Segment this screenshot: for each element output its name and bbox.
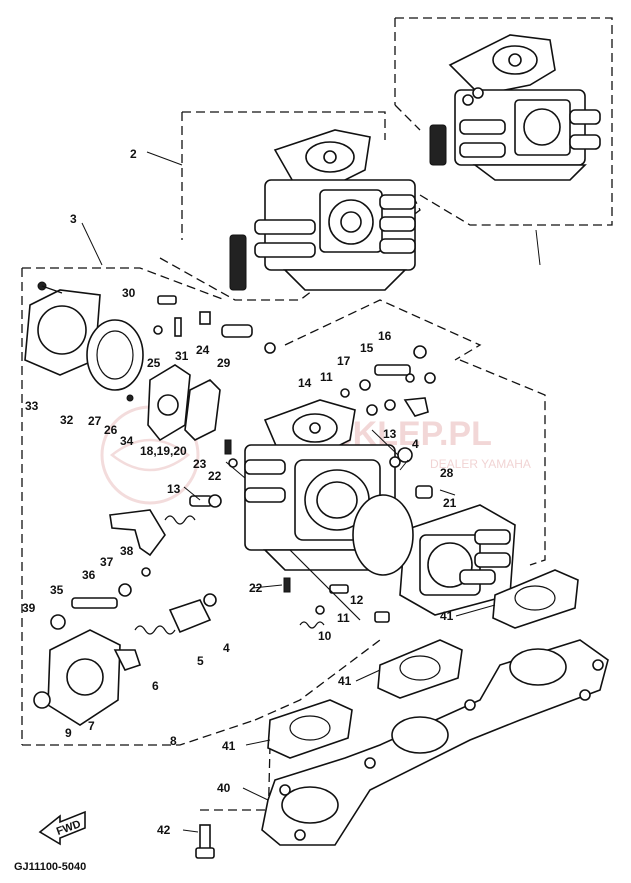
callout-label: 5 — [197, 654, 204, 668]
right-small-parts — [289, 345, 436, 629]
callout-label: 12 — [350, 593, 364, 607]
diagram-code: GJ11100-5040 — [14, 861, 86, 873]
carburetor-assembly-middle — [229, 129, 416, 291]
callout-label: 29 — [217, 356, 231, 370]
left-components — [24, 281, 291, 726]
callout-label: 32 — [60, 413, 74, 427]
callout-label: 36 — [82, 568, 96, 582]
callout-label: 27 — [88, 414, 102, 428]
callout-label: 10 — [318, 629, 332, 643]
callout-label: 30 — [122, 286, 136, 300]
callout-label: 15 — [360, 341, 374, 355]
callout-label: 4 — [223, 641, 230, 655]
callout-label: 37 — [100, 555, 114, 569]
callout-label: 8 — [170, 734, 177, 748]
callout-label: 17 — [337, 354, 351, 368]
gasket-21 — [352, 494, 414, 576]
gaskets-41 — [267, 569, 579, 759]
callout-label: 7 — [88, 719, 95, 733]
callout-label: 16 — [378, 329, 392, 343]
callout-label: 42 — [157, 823, 171, 837]
group-outlines — [21, 17, 613, 831]
callout-label: 3 — [70, 212, 77, 226]
callout-label: 34 — [120, 434, 134, 448]
callout-label: 28 — [440, 466, 454, 480]
callout-label: 13 — [167, 482, 181, 496]
callout-label: 2 — [130, 147, 137, 161]
callout-label: 6 — [152, 679, 159, 693]
callout-label: 4 — [412, 437, 419, 451]
callout-label: 13 — [383, 427, 397, 441]
callout-label: 41 — [440, 609, 454, 623]
callout-label: 14 — [298, 376, 312, 390]
callout-label: 25 — [147, 356, 161, 370]
callout-label: 40 — [217, 781, 231, 795]
callout-label: 11 — [337, 611, 350, 625]
callout-label: 23 — [193, 457, 207, 471]
callout-label: 22 — [249, 581, 263, 595]
callout-label: 9 — [65, 726, 72, 740]
carburetor-assembly-top — [429, 34, 601, 181]
callout-label: 31 — [175, 349, 189, 363]
callout-label: 35 — [50, 583, 64, 597]
leader-lines — [81, 151, 541, 833]
watermark-subtitle: DEALER YAMAHA — [430, 457, 531, 471]
fwd-arrow-icon: FWD — [38, 810, 86, 846]
callout-label: 33 — [25, 399, 39, 413]
callout-label: 18,19,20 — [140, 444, 187, 458]
bolt-42 — [195, 824, 215, 859]
intake-manifold-40 — [261, 639, 609, 846]
callout-label: 24 — [196, 343, 210, 357]
callout-label: 41 — [338, 674, 352, 688]
callout-label: 38 — [120, 544, 134, 558]
callout-label: 22 — [208, 469, 222, 483]
callout-labels: 2 3 4 4 5 6 7 8 9 10 11 11 12 13 13 14 1… — [22, 147, 457, 837]
callout-label: 21 — [443, 496, 457, 510]
callout-label: 11 — [320, 370, 333, 384]
callout-label: 41 — [222, 739, 236, 753]
callout-label: 26 — [104, 423, 118, 437]
callout-label: 39 — [22, 601, 36, 615]
